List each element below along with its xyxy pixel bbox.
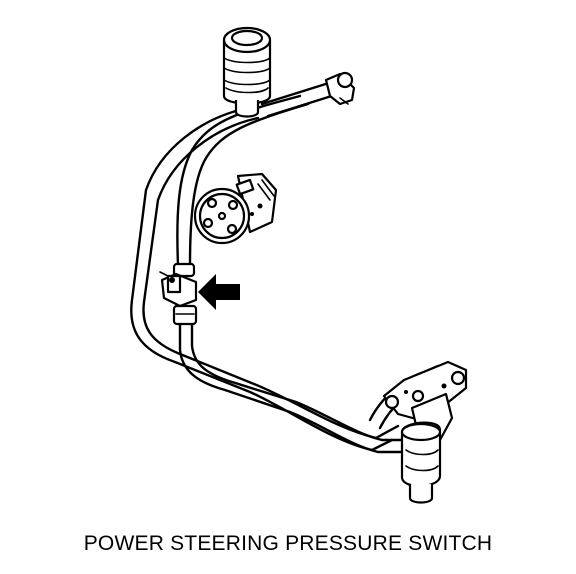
pointer-arrow [198, 274, 240, 310]
diagram-caption: POWER STEERING PRESSURE SWITCH [83, 532, 493, 555]
pressure-switch [159, 262, 198, 326]
fluid-reservoir [222, 26, 272, 118]
power-steering-pump [193, 172, 278, 245]
line-fitting [324, 71, 356, 106]
steering-gear [382, 360, 468, 504]
